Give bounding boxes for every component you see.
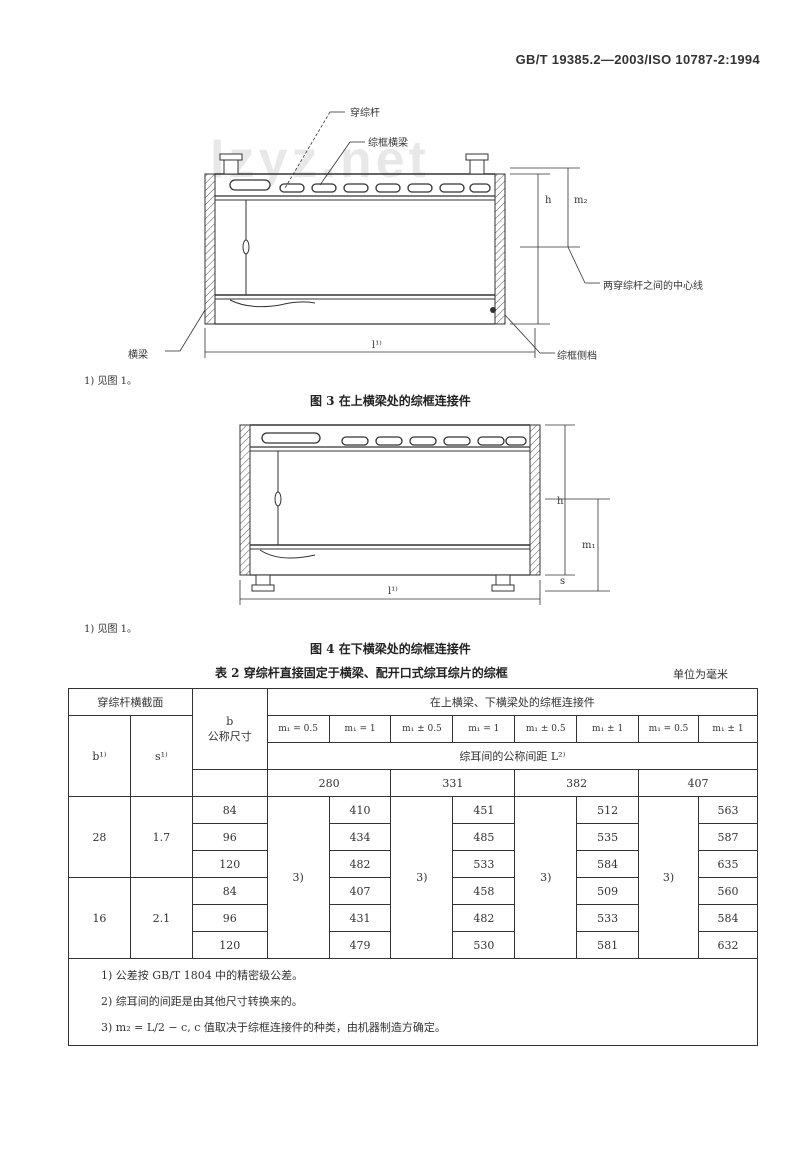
dim-l-fig4: l¹⁾ bbox=[388, 586, 398, 597]
dim-m2-fig3: m₂ bbox=[574, 195, 588, 206]
footnote-fig4: 1) 见图 1。 bbox=[84, 624, 137, 635]
notes-row: 1) 公差按 GB/T 1804 中的精密级公差。 2) 综耳间的间距是由其他尺… bbox=[68, 958, 758, 1046]
label-side-stay: 综框侧档 bbox=[557, 351, 597, 362]
tol-3: m₁ ± 0.5 bbox=[390, 715, 454, 743]
note-3: 3) m₂ = L/2 − c, c 值取决于综框连接件的种类，由机器制造方确定… bbox=[101, 1021, 446, 1034]
tol-1: m₁ = 0.5 bbox=[266, 715, 330, 743]
figure-3-caption: 图 3 在上横梁处的综框连接件 bbox=[310, 394, 471, 408]
tol-2: m₁ = 1 bbox=[328, 715, 392, 743]
standard-number: GB/T 19385.2—2003/ISO 10787-2:1994 bbox=[515, 52, 760, 67]
tol-4: m₁ = 1 bbox=[452, 715, 516, 743]
dim-m1-fig4: m₁ bbox=[582, 540, 596, 551]
section-header: 穿综杆横截面 bbox=[68, 688, 193, 716]
label-top-beam: 综框横梁 bbox=[368, 138, 408, 149]
figure-4-caption: 图 4 在下横梁处的综框连接件 bbox=[310, 642, 471, 656]
unit-note: 单位为毫米 bbox=[673, 668, 728, 681]
b-header: b¹⁾ bbox=[68, 715, 131, 797]
dim-s-fig4: s bbox=[560, 576, 566, 587]
tol-8: m₁ ± 1 bbox=[697, 715, 759, 743]
tol-7: m₁ = 0.5 bbox=[638, 715, 699, 743]
table-row: 28 1.7 84 3) 410 3) 451 3) 512 3) 563 bbox=[68, 796, 759, 959]
length-header: 综耳间的公称间距 L²⁾ bbox=[266, 742, 759, 770]
dim-l-fig3: l¹⁾ bbox=[372, 340, 382, 351]
figure-4-drawing bbox=[239, 424, 610, 605]
label-beam: 横梁 bbox=[128, 350, 148, 361]
table-row: 120 482 533 584 635 bbox=[69, 850, 759, 878]
length-407: 407 bbox=[638, 769, 758, 797]
footnote-fig3: 1) 见图 1。 bbox=[84, 376, 137, 387]
connect-header: 在上横梁、下横梁处的综框连接件 bbox=[266, 688, 759, 716]
length-331: 331 bbox=[390, 769, 516, 797]
header-row-4: 280 331 382 407 bbox=[69, 769, 758, 797]
table-row: 120 479 530 581 632 bbox=[69, 931, 759, 959]
s-header: s¹⁾ bbox=[129, 715, 193, 797]
label-center-line: 两穿综杆之间的中心线 bbox=[603, 281, 703, 292]
length-382: 382 bbox=[514, 769, 640, 797]
tol-6: m₁ ± 1 bbox=[576, 715, 640, 743]
table-2-title: 表 2 穿综杆直接固定于横梁、配开口式综耳综片的综框 bbox=[215, 666, 508, 680]
figure-3-drawing bbox=[165, 111, 600, 358]
length-280: 280 bbox=[266, 769, 392, 797]
dim-h-fig4: h bbox=[557, 496, 564, 507]
dim-h-fig3: h bbox=[545, 195, 552, 206]
tol-5: m₁ ± 0.5 bbox=[514, 715, 578, 743]
note-2: 2) 综耳间的间距是由其他尺寸转换来的。 bbox=[101, 995, 303, 1008]
watermark-text: lzyz.net bbox=[210, 131, 430, 189]
label-heald-rod: 穿综杆 bbox=[350, 108, 380, 119]
header-row-2: b¹⁾ s¹⁾ m₁ = 0.5 m₁ = 1 m₁ ± 0.5 m₁ = 1 … bbox=[68, 715, 759, 797]
note-1: 1) 公差按 GB/T 1804 中的精密级公差。 bbox=[101, 969, 304, 982]
